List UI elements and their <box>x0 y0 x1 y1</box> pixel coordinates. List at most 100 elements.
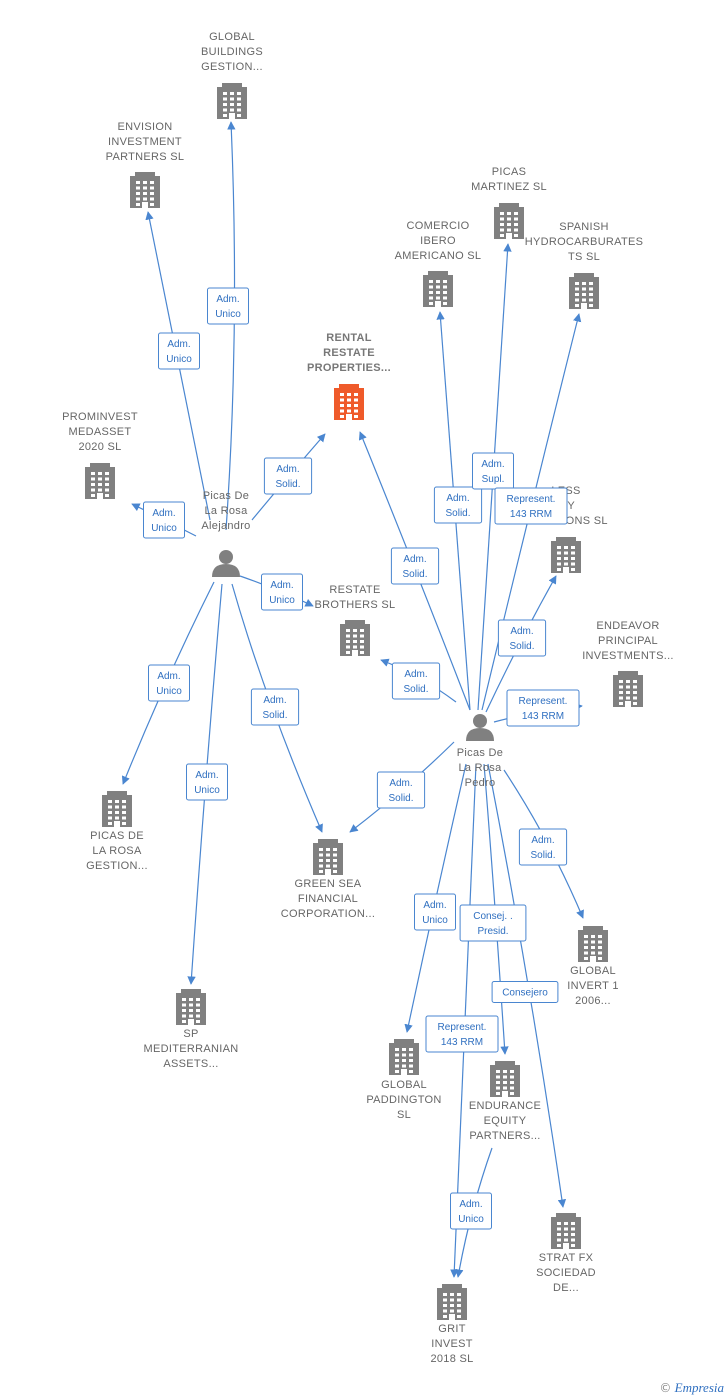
edge-label-box <box>450 1192 492 1230</box>
node-grit[interactable]: GRIT INVEST 2018 SL <box>430 1284 473 1365</box>
edge-label[interactable]: Adm.Unico <box>261 573 303 611</box>
edge-label[interactable]: Adm.Unico <box>186 763 228 801</box>
edge-label-box <box>459 904 527 942</box>
node-label-line: Pedro <box>465 777 496 789</box>
node-label-line: CORPORATION... <box>281 908 375 920</box>
edge-label-text: Adm. <box>157 671 180 682</box>
edge-label-text: Represent. <box>507 494 556 505</box>
node-label-line: PRINCIPAL <box>598 635 658 647</box>
node-label-line: Picas De <box>203 490 249 502</box>
building-icon <box>551 537 581 573</box>
edge-label[interactable]: Adm.Unico <box>158 332 200 370</box>
node-label-line: La Rosa <box>458 762 502 774</box>
edge-label-text: Adm. <box>423 900 446 911</box>
edge-label-text: Solid. <box>262 710 287 721</box>
edge-label-box <box>390 547 440 585</box>
edge-label[interactable]: Adm.Solid. <box>497 619 547 657</box>
node-label-line: SPANISH <box>559 221 609 233</box>
edge-label-text: Presid. <box>477 926 508 937</box>
node-label-line: INVESTMENTS... <box>582 650 674 662</box>
node-label-line: ENVISION <box>118 121 173 133</box>
building-icon <box>389 1039 419 1075</box>
edge-label[interactable]: Adm.Unico <box>148 664 190 702</box>
edge-label[interactable]: Adm. Solid. <box>390 547 440 585</box>
node-label-line: PICAS DE <box>90 830 144 842</box>
node-label: ENDEAVOR PRINCIPAL INVESTMENTS... <box>582 620 674 662</box>
edge-label-box <box>207 287 249 325</box>
edge-label-text: Adm. <box>403 554 426 565</box>
brand-logo-text: Empresia <box>674 1380 724 1395</box>
edge-label[interactable]: Adm.Unico <box>207 287 249 325</box>
edge-label[interactable]: Represent.143 RRM <box>425 1015 499 1053</box>
node-label-line: INVEST <box>431 1338 473 1350</box>
edge-label-box <box>414 893 456 931</box>
edge-label[interactable]: Consejero <box>491 981 559 1003</box>
node-label-line: PICAS <box>492 166 527 178</box>
edge-label[interactable]: Adm.Unico <box>450 1192 492 1230</box>
edge-label[interactable]: Adm.Solid. <box>518 828 568 866</box>
edge-label-text: Solid. <box>388 793 413 804</box>
node-label-line: STRAT FX <box>539 1252 594 1264</box>
edge-label-box <box>158 332 200 370</box>
edge-label-box <box>425 1015 499 1053</box>
node-label-line: GESTION... <box>201 61 263 73</box>
building-icon <box>176 989 206 1025</box>
edge-label[interactable]: Adm.Solid. <box>433 486 483 524</box>
node-label-line: ENDEAVOR <box>596 620 659 632</box>
edge-label[interactable]: Adm.Solid. <box>376 771 426 809</box>
person-icon <box>212 550 240 577</box>
edge-alejandro-to-global-buildings <box>225 121 236 531</box>
edge-label[interactable]: Adm.Supl. <box>472 452 514 490</box>
edge-label[interactable]: Adm.Solid. <box>263 457 313 495</box>
node-label-line: COMERCIO <box>407 220 470 232</box>
node-endeavor[interactable]: ENDEAVOR PRINCIPAL INVESTMENTS... <box>582 620 674 707</box>
edge-label-text: Unico <box>269 595 295 606</box>
edge-label[interactable]: Adm.Unico <box>143 501 185 539</box>
node-label-line: RENTAL <box>326 332 372 344</box>
edge-label[interactable]: Represent.143 RRM <box>506 689 580 727</box>
edge-label[interactable]: Consej. .Presid. <box>459 904 527 942</box>
edge-label-box <box>491 981 559 1003</box>
edge-label[interactable]: Represent.143 RRM <box>494 487 568 525</box>
edge-label-text: Solid. <box>402 569 427 580</box>
node-label-line: IBERO <box>420 235 456 247</box>
node-label-line: 2018 SL <box>430 1353 473 1365</box>
node-label-line: 2006... <box>575 995 611 1007</box>
building-icon <box>437 1284 467 1320</box>
edge-label[interactable]: Adm.Solid. <box>391 662 441 700</box>
node-label-line: Alejandro <box>201 520 250 532</box>
node-label-line: HYDROCARBURATES <box>525 236 644 248</box>
node-label-line: SL <box>397 1109 411 1121</box>
edge-label-box <box>494 487 568 525</box>
node-label-line: GESTION... <box>86 860 148 872</box>
edge-label[interactable]: Adm.Unico <box>414 893 456 931</box>
edge-label[interactable]: Adm.Solid. <box>250 688 300 726</box>
edge-label-box <box>186 763 228 801</box>
node-label-line: INVESTMENT <box>108 136 182 148</box>
node-label-line: GREEN SEA <box>295 878 362 890</box>
copyright-symbol: © <box>659 1381 672 1395</box>
focus-building-icon <box>334 384 364 420</box>
node-label-line: GRIT <box>438 1323 465 1335</box>
